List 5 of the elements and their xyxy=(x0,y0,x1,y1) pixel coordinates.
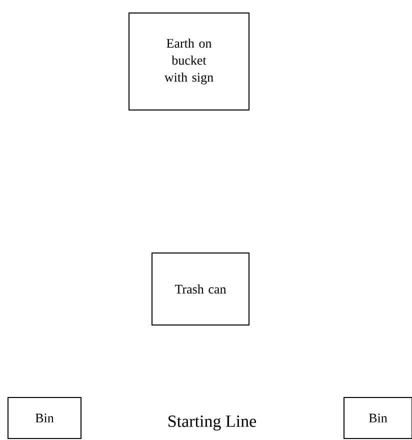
text-box: Bin xyxy=(344,397,412,439)
text-box: Earth on bucket with sign xyxy=(128,12,250,110)
text-box: Trash can xyxy=(152,252,250,326)
text-box: Bin xyxy=(8,397,82,439)
label: Starting Line xyxy=(168,416,256,430)
